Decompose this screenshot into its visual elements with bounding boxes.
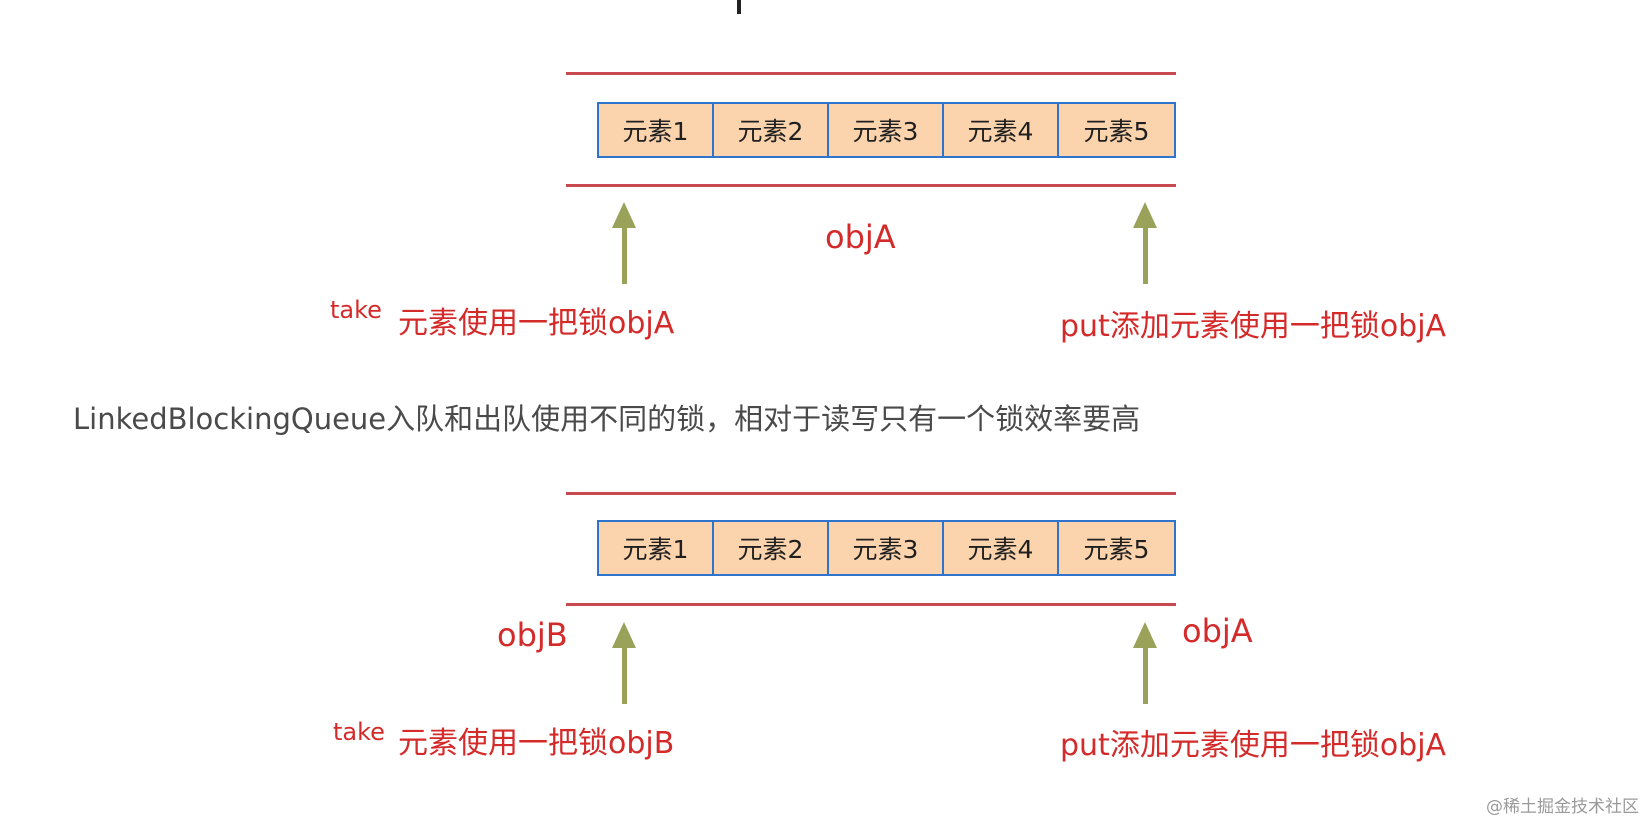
text-cursor-icon — [737, 0, 741, 14]
queue-cell: 元素3 — [829, 104, 944, 156]
take-label: 元素使用一把锁objB — [398, 726, 675, 761]
queue-bottom-line — [566, 603, 1176, 606]
description-text: LinkedBlockingQueue入队和出队使用不同的锁，相对于读写只有一个… — [73, 402, 1141, 436]
queue-2: 元素1 元素2 元素3 元素4 元素5 — [597, 520, 1176, 576]
put-label: put添加元素使用一把锁objA — [1060, 309, 1447, 344]
queue-cell: 元素5 — [1059, 522, 1174, 574]
put-lock-label: objA — [1182, 612, 1253, 650]
take-arrow-icon — [612, 202, 636, 284]
put-arrow-icon — [1133, 202, 1157, 284]
take-lock-label: objB — [497, 616, 568, 654]
queue-cell: 元素2 — [714, 522, 829, 574]
put-arrow-icon — [1133, 622, 1157, 704]
take-prefix: take — [333, 718, 385, 746]
take-prefix: take — [330, 296, 382, 324]
take-label: 元素使用一把锁objA — [398, 306, 675, 341]
queue-cell: 元素4 — [944, 104, 1059, 156]
queue-cell: 元素1 — [599, 522, 714, 574]
take-arrow-icon — [612, 622, 636, 704]
queue-top-line — [566, 492, 1176, 495]
queue-cell: 元素4 — [944, 522, 1059, 574]
queue-cell: 元素1 — [599, 104, 714, 156]
put-label: put添加元素使用一把锁objA — [1060, 728, 1447, 763]
center-lock-label: objA — [825, 218, 896, 256]
queue-bottom-line — [566, 184, 1176, 187]
queue-1: 元素1 元素2 元素3 元素4 元素5 — [597, 102, 1176, 158]
watermark: @稀土掘金技术社区 — [1486, 797, 1639, 817]
queue-cell: 元素5 — [1059, 104, 1174, 156]
queue-cell: 元素3 — [829, 522, 944, 574]
queue-cell: 元素2 — [714, 104, 829, 156]
queue-top-line — [566, 72, 1176, 75]
